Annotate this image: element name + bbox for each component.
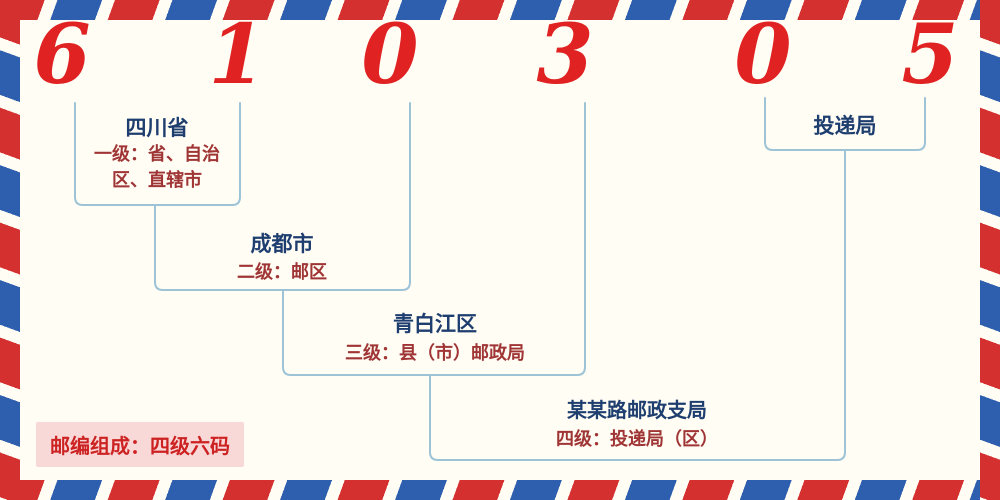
envelope-border-top [0, 0, 1000, 20]
postal-digit-3: 0 [361, 7, 419, 103]
composition-badge: 邮编组成：四级六码 [36, 422, 244, 467]
level4-branch-name: 某某路邮政支局 [567, 398, 707, 422]
level3-district-desc: 三级：县（市）邮政局 [345, 343, 525, 364]
delivery-bureau-label: 投递局 [813, 114, 877, 138]
envelope-border-bottom [0, 480, 1000, 500]
level3-district-name: 青白江区 [393, 312, 477, 336]
envelope-border-left [0, 0, 20, 500]
postal-digit-2: 1 [208, 7, 266, 103]
level2-city-desc: 二级：邮区 [237, 262, 327, 283]
level4-branch-desc: 四级：投递局（区） [556, 429, 718, 450]
postal-digit-4: 3 [536, 7, 594, 103]
envelope-border-right [980, 0, 1000, 500]
level1-province-name: 四川省 [125, 116, 189, 140]
level2-city-name: 成都市 [250, 232, 314, 256]
postal-digit-6: 5 [901, 7, 959, 103]
postal-digit-1: 6 [33, 7, 91, 103]
level1-province-desc: 一级：省、自治区、直辖市 [94, 144, 220, 192]
postal-digit-5: 0 [734, 7, 792, 103]
